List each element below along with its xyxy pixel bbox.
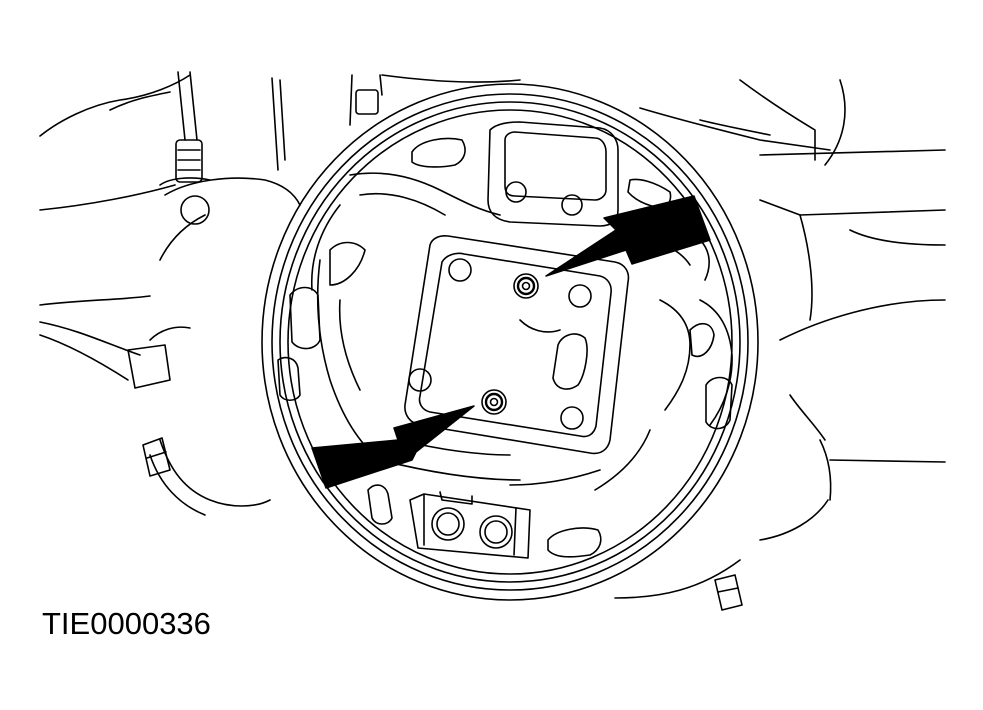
drum-rings <box>262 84 758 600</box>
axle-housing-outline <box>40 72 945 610</box>
figure-code: TIE0000336 <box>42 606 211 641</box>
upper-retaining-pin <box>514 274 538 298</box>
backing-plate-details <box>278 122 732 558</box>
hub-plate <box>405 236 629 454</box>
lower-retaining-pin <box>482 390 506 414</box>
upper-arrow <box>545 195 711 277</box>
lower-arrow <box>311 405 475 489</box>
